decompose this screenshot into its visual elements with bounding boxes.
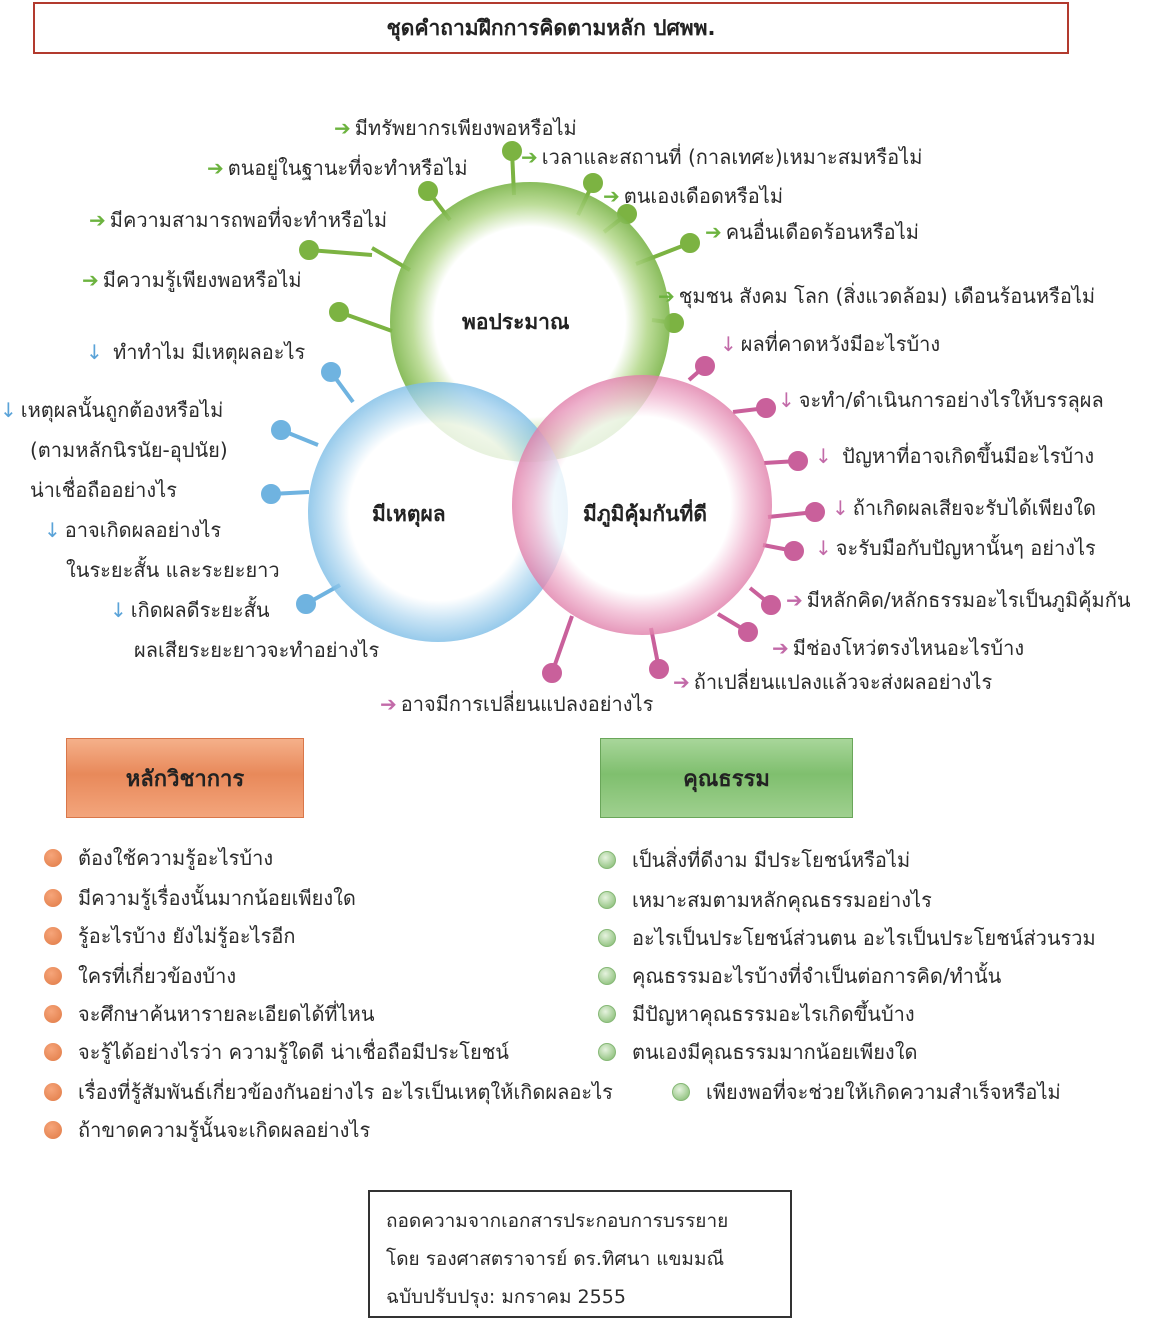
bullet-icon: [44, 889, 62, 907]
academic-item: ใครที่เกี่ยวข้องบ้าง: [44, 960, 236, 992]
immunity-question: ↓จะทำ/ดำเนินการอย่างไรให้บรรลุผล: [778, 388, 1104, 412]
bullet-icon: [598, 851, 616, 869]
reason-question-cont: ผลเสียระยะยาวจะทำอย่างไร: [134, 638, 380, 662]
down-arrow-icon: ↓: [44, 518, 61, 542]
venn-diagram: [261, 141, 825, 683]
down-arrow-icon: ↓: [86, 340, 103, 364]
right-arrow-icon: ➔: [603, 184, 620, 208]
reason-label: มีเหตุผล: [372, 502, 446, 526]
right-arrow-icon: ➔: [786, 588, 803, 612]
moderation-question: ➔คนอื่นเดือดร้อนหรือไม่: [705, 220, 919, 244]
morality-item: เหมาะสมตามหลักคุณธรรมอย่างไร: [598, 884, 932, 916]
down-arrow-icon: ↓: [815, 444, 832, 468]
morality-item: ตนเองมีคุณธรรมมากน้อยเพียงใด: [598, 1036, 917, 1068]
down-arrow-icon: ↓: [110, 598, 127, 622]
academic-header: หลักวิชาการ: [66, 738, 304, 818]
moderation-question: ➔มีทรัพยากรเพียงพอหรือไม่: [334, 116, 577, 140]
right-arrow-icon: ➔: [334, 116, 351, 140]
credit-line: โดย รองศาสตราจารย์ ดร.ทิศนา แขมมณี: [386, 1248, 725, 1270]
reason-question: ↓เกิดผลดีระยะสั้น: [110, 598, 270, 622]
bullet-icon: [598, 1005, 616, 1023]
bullet-icon: [44, 967, 62, 985]
right-arrow-icon: ➔: [705, 220, 722, 244]
right-arrow-icon: ➔: [772, 636, 789, 660]
page-title: ชุดคำถามฝึกการคิดตามหลัก ปศพพ.: [33, 2, 1069, 54]
immunity-circle: [512, 375, 772, 635]
credit-box: ถอดความจากเอกสารประกอบการบรรยาย โดย รองศ…: [368, 1190, 792, 1318]
moderation-label: พอประมาณ: [462, 310, 570, 334]
reason-question: ↓ ทำทำไม มีเหตุผลอะไร: [86, 340, 306, 364]
morality-item: อะไรเป็นประโยชน์ส่วนตน อะไรเป็นประโยชน์ส…: [598, 922, 1096, 954]
immunity-question: ➔ถ้าเปลี่ยนแปลงแล้วจะส่งผลอย่างไร: [673, 670, 993, 694]
academic-item: จะรู้ได้อย่างไรว่า ความรู้ใดดี น่าเชื่อถ…: [44, 1036, 509, 1068]
credit-line: ถอดความจากเอกสารประกอบการบรรยาย: [386, 1210, 729, 1232]
academic-item: เรื่องที่รู้สัมพันธ์เกี่ยวข้องกันอย่างไร…: [44, 1076, 613, 1108]
bullet-icon: [672, 1083, 690, 1101]
bullet-icon: [44, 927, 62, 945]
academic-item: ต้องใช้ความรู้อะไรบ้าง: [44, 842, 273, 874]
immunity-question: ↓จะรับมือกับปัญหานั้นๆ อย่างไร: [815, 536, 1096, 560]
reason-question-cont: (ตามหลักนิรนัย-อุปนัย): [30, 438, 228, 462]
academic-item: ถ้าขาดความรู้นั้นจะเกิดผลอย่างไร: [44, 1114, 370, 1146]
immunity-question: ➔มีหลักคิด/หลักธรรมอะไรเป็นภูมิคุ้มกัน: [786, 588, 1131, 612]
immunity-label: มีภูมิคุ้มกันที่ดี: [583, 502, 707, 526]
academic-item: รู้อะไรบ้าง ยังไม่รู้อะไรอีก: [44, 920, 296, 952]
down-arrow-icon: ↓: [832, 496, 849, 520]
down-arrow-icon: ↓: [778, 388, 795, 412]
right-arrow-icon: ➔: [658, 284, 675, 308]
reason-question-cont: ในระยะสั้น และระยะยาว: [66, 558, 280, 582]
morality-item: มีปัญหาคุณธรรมอะไรเกิดขึ้นบ้าง: [598, 998, 915, 1030]
academic-item: จะศึกษาค้นหารายละเอียดได้ที่ไหน: [44, 998, 375, 1030]
moderation-question: ➔เวลาและสถานที่ (กาลเทศะ)เหมาะสมหรือไม่: [521, 145, 923, 169]
immunity-question: ➔มีช่องโหว่ตรงไหนอะไรบ้าง: [772, 636, 1025, 660]
morality-item: คุณธรรมอะไรบ้างที่จำเป็นต่อการคิด/ทำนั้น: [598, 960, 1001, 992]
bullet-icon: [598, 929, 616, 947]
moderation-question: ➔ตนอยู่ในฐานะที่จะทำหรือไม่: [207, 156, 468, 180]
morality-item: เพียงพอที่จะช่วยให้เกิดความสำเร็จหรือไม่: [672, 1076, 1061, 1108]
morality-item: เป็นสิ่งที่ดีงาม มีประโยชน์หรือไม่: [598, 844, 910, 876]
bullet-icon: [598, 891, 616, 909]
right-arrow-icon: ➔: [380, 692, 397, 716]
immunity-spokes: [542, 356, 825, 683]
immunity-question: ↓ผลที่คาดหวังมีอะไรบ้าง: [720, 332, 941, 356]
reason-question: ↓เหตุผลนั้นถูกต้องหรือไม่: [0, 398, 224, 422]
reason-circle: [308, 382, 568, 642]
right-arrow-icon: ➔: [207, 156, 224, 180]
moderation-question: ➔มีความรู้เพียงพอหรือไม่: [82, 268, 302, 292]
down-arrow-icon: ↓: [0, 398, 17, 422]
bullet-icon: [44, 1083, 62, 1101]
academic-item: มีความรู้เรื่องนั้นมากน้อยเพียงใด: [44, 882, 356, 914]
reason-question-cont: น่าเชื่อถืออย่างไร: [30, 478, 177, 502]
immunity-question: ↓ถ้าเกิดผลเสียจะรับได้เพียงใด: [832, 496, 1096, 520]
down-arrow-icon: ↓: [815, 536, 832, 560]
immunity-question: ↓ ปัญหาที่อาจเกิดขึ้นมีอะไรบ้าง: [815, 444, 1095, 468]
moderation-question: ➔ตนเองเดือดหรือไม่: [603, 184, 784, 208]
bullet-icon: [598, 967, 616, 985]
credit-line: ฉบับปรับปรุง: มกราคม 2555: [386, 1286, 626, 1308]
down-arrow-icon: ↓: [720, 332, 737, 356]
bullet-icon: [44, 1043, 62, 1061]
reason-question: ↓อาจเกิดผลอย่างไร: [44, 518, 222, 542]
right-arrow-icon: ➔: [521, 145, 538, 169]
bullet-icon: [598, 1043, 616, 1061]
right-arrow-icon: ➔: [89, 208, 106, 232]
moderation-question: ➔ชุมชน สังคม โลก (สิ่งแวดล้อม) เดือนร้อน…: [658, 284, 1096, 308]
moderation-question: ➔มีความสามารถพอที่จะทำหรือไม่: [89, 208, 388, 232]
right-arrow-icon: ➔: [673, 670, 690, 694]
morality-header: คุณธรรม: [600, 738, 853, 818]
bullet-icon: [44, 1121, 62, 1139]
bullet-icon: [44, 849, 62, 867]
bullet-icon: [44, 1005, 62, 1023]
immunity-question: ➔อาจมีการเปลี่ยนแปลงอย่างไร: [380, 692, 654, 716]
right-arrow-icon: ➔: [82, 268, 99, 292]
